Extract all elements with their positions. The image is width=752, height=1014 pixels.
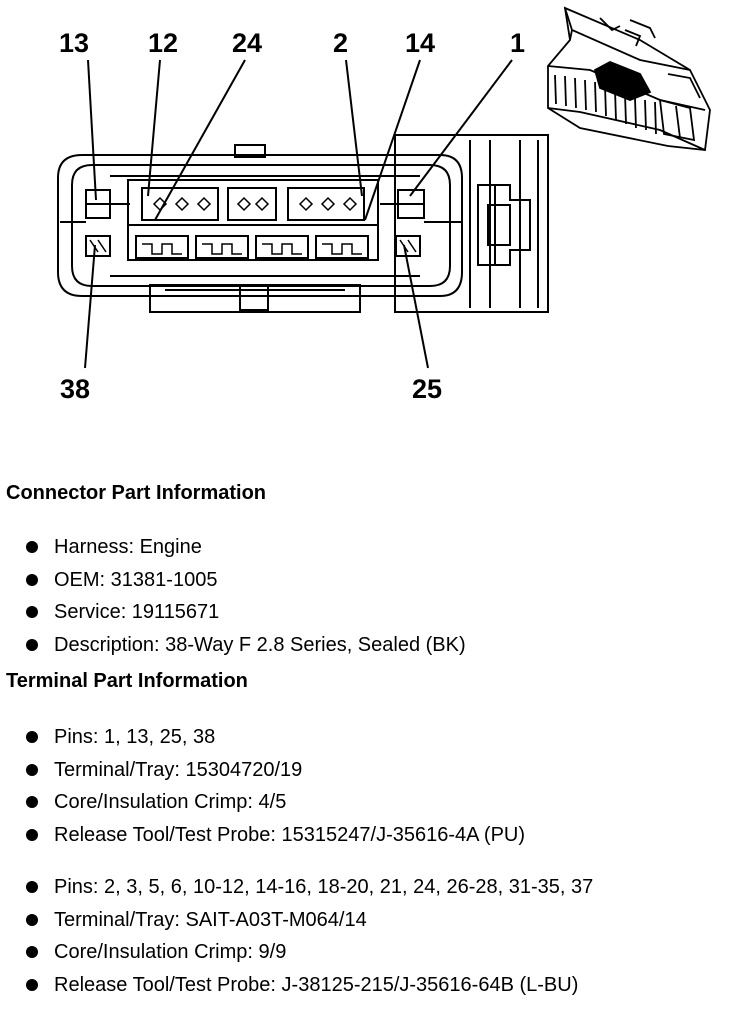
list-item: Terminal/Tray: SAIT-A03T-M064/14 [6,904,746,937]
pin-label-2: 2 [333,28,348,58]
pin-label-12: 12 [148,28,178,58]
bullet-icon [26,606,38,618]
terminal-group-1-list: Pins: 1, 13, 25, 38 Terminal/Tray: 15304… [6,721,746,851]
list-item-text: Core/Insulation Crimp: 4/5 [54,791,287,813]
pin-label-25: 25 [412,374,442,404]
list-item-text: Terminal/Tray: 15304720/19 [54,758,303,781]
bullet-icon [26,573,38,586]
pin-label-1: 1 [510,28,525,58]
bullet-icon [26,946,38,958]
list-item: Service: 19115671 [6,596,746,629]
list-item: Core/Insulation Crimp: 9/9 [6,936,746,969]
bullet-icon [26,763,38,776]
list-item: Harness: Engine [6,531,746,564]
list-item-text: Harness: Engine [54,536,202,558]
bullet-icon [26,828,38,841]
pin-label-14: 14 [405,28,435,58]
connector-front-body [57,154,463,297]
list-item-text: Release Tool/Test Probe: 15315247/J-3561… [54,823,526,846]
terminal-cavity-frame [127,179,379,261]
list-item-text: Terminal/Tray: SAIT-A03T-M064/14 [54,908,367,931]
bullet-icon [26,796,38,808]
connector-part-info-list: Harness: Engine OEM: 31381-1005 Service:… [6,531,746,661]
list-item: Release Tool/Test Probe: J-38125-215/J-3… [6,969,746,1002]
list-item: Terminal/Tray: 15304720/19 [6,754,746,787]
list-item-text: Core/Insulation Crimp: 9/9 [54,941,287,963]
bullet-icon [26,638,38,651]
list-item: OEM: 31381-1005 [6,564,746,597]
list-item: Core/Insulation Crimp: 4/5 [6,786,746,819]
list-item-text: Pins: 2, 3, 5, 6, 10-12, 14-16, 18-20, 2… [54,876,594,898]
part-information: Connector Part Information Harness: Engi… [6,478,746,1001]
pin-38-cavity [85,235,111,257]
connector-face-diagram: 13 12 24 2 14 1 38 25 [57,6,711,404]
list-item: Description: 38-Way F 2.8 Series, Sealed… [6,629,746,662]
pin-25-cavity [395,235,421,257]
connector-thumbnail [547,6,711,151]
bullet-icon [26,978,38,991]
list-item-text: Description: 38-Way F 2.8 Series, Sealed… [54,633,466,656]
list-item: Pins: 2, 3, 5, 6, 10-12, 14-16, 18-20, 2… [6,871,746,904]
pin-label-38: 38 [60,374,90,404]
terminal-part-info-title: Terminal Part Information [6,670,248,692]
bullet-icon [26,913,38,926]
list-item-text: OEM: 31381-1005 [54,568,218,591]
connector-latch [477,184,531,266]
terminal-group-2-list: Pins: 2, 3, 5, 6, 10-12, 14-16, 18-20, 2… [6,871,746,1001]
bullet-icon [26,541,38,553]
pin-label-13: 13 [59,28,89,58]
list-item-text: Service: 19115671 [54,601,220,623]
bullet-icon [26,731,38,743]
connector-part-info-title: Connector Part Information [6,482,267,504]
bullet-icon [26,881,38,893]
list-item-text: Pins: 1, 13, 25, 38 [54,726,216,748]
list-item-text: Release Tool/Test Probe: J-38125-215/J-3… [54,973,579,996]
pin-label-24: 24 [232,28,262,58]
list-item: Release Tool/Test Probe: 15315247/J-3561… [6,819,746,852]
list-item: Pins: 1, 13, 25, 38 [6,721,746,754]
